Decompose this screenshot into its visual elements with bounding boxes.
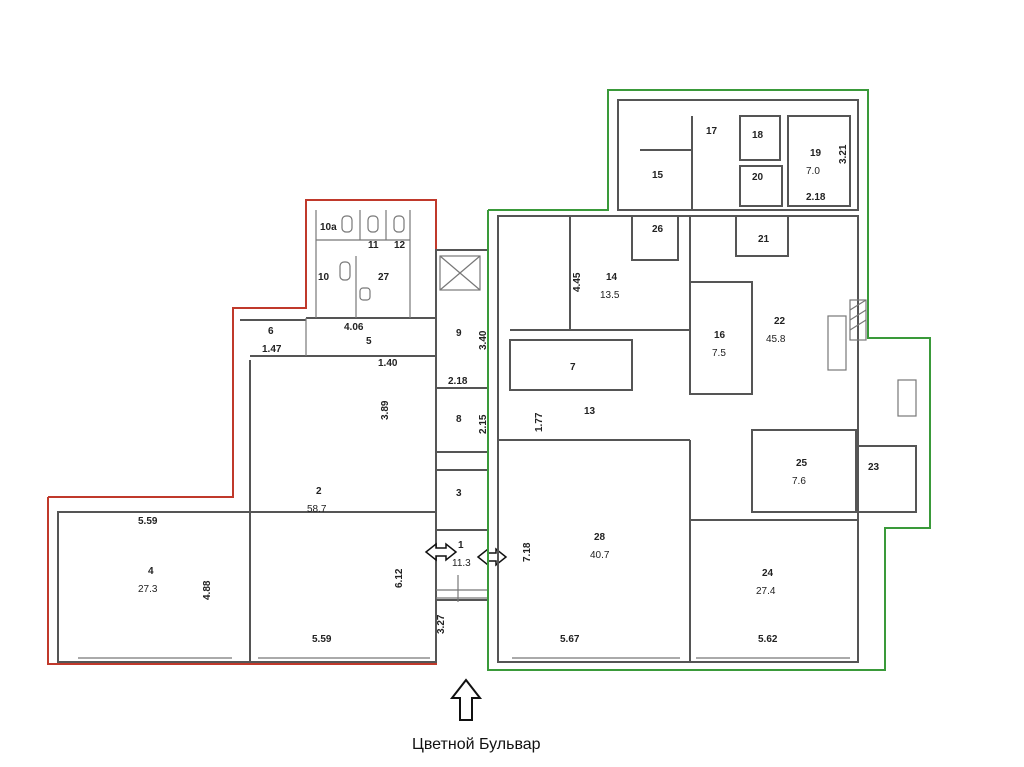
stair-well	[439, 255, 481, 291]
room20-wall	[739, 165, 783, 207]
arrow-right-icon	[476, 547, 508, 567]
dimension-label: 3.40	[478, 330, 489, 350]
room-number: 14	[606, 272, 618, 283]
entrance-arrow-icon	[449, 678, 483, 721]
dimension-label: 4.45	[572, 272, 583, 292]
left-lower-wall	[57, 511, 437, 663]
toilet-icon	[339, 261, 351, 281]
room21-wall	[735, 215, 789, 257]
room-number: 22	[774, 316, 786, 327]
room-number: 8	[456, 414, 462, 425]
dimension-labels: 5.59 5.59 4.88 6.12 3.27 5.67 5.62 7.18 …	[138, 144, 849, 645]
room-number: 16	[714, 330, 726, 341]
dimension-label: 2.15	[478, 414, 489, 434]
dimension-label: 1.77	[534, 412, 545, 432]
room-number: 7	[570, 362, 576, 373]
dimension-label: 5.59	[138, 516, 158, 527]
room-number: 11	[368, 240, 379, 251]
dimension-label: 4.88	[202, 580, 213, 600]
side-stair	[897, 379, 917, 417]
toilet-icon	[341, 215, 353, 233]
dimension-label: 5.67	[560, 634, 580, 645]
upper-block-wall	[617, 99, 859, 211]
room-number: 17	[706, 126, 718, 137]
hatch-line	[849, 319, 867, 331]
room-number: 26	[652, 224, 664, 235]
dimension-label: 4.06	[344, 322, 364, 333]
room-area: 58.7	[307, 504, 327, 515]
room-area: 45.8	[766, 334, 786, 345]
hatch-line	[849, 299, 867, 311]
room-number: 13	[584, 406, 596, 417]
room-number: 1	[458, 540, 464, 551]
room-number: 2	[316, 486, 322, 497]
room-area: 7.0	[806, 166, 820, 177]
dimension-label: 5.59	[312, 634, 332, 645]
toilet-icon	[367, 215, 379, 233]
dimension-label: 1.40	[378, 358, 398, 369]
room-number: 12	[394, 240, 406, 251]
room-number: 19	[810, 148, 822, 159]
dimension-label: 3.27	[436, 614, 447, 634]
sink-icon	[359, 287, 371, 301]
room23-wall	[855, 445, 917, 513]
arrow-left-icon	[424, 542, 458, 562]
room-number: 27	[378, 272, 390, 283]
street-name: Цветной Бульвар	[412, 736, 541, 753]
room-area: 11.3	[452, 558, 471, 569]
toilet-icon	[393, 215, 405, 233]
dimension-label: 7.18	[522, 542, 533, 562]
room25-wall	[751, 429, 857, 513]
room-number: 21	[758, 234, 770, 245]
room-area: 7.6	[792, 476, 806, 487]
room-area: 27.4	[756, 586, 776, 597]
room-number: 10a	[320, 222, 337, 233]
right-section-outline	[487, 89, 931, 671]
dimension-label: 2.18	[448, 376, 468, 387]
room-labels: 1 11.3 2 58.7 3 4 27.3 5 6 7 8 9 10 10a …	[138, 126, 880, 597]
room-area: 7.5	[712, 348, 726, 359]
room26-wall	[631, 215, 679, 261]
room-area: 40.7	[590, 550, 610, 561]
dimension-label: 3.89	[380, 400, 391, 420]
radiator	[827, 315, 847, 371]
room-area: 13.5	[600, 290, 620, 301]
room-number: 20	[752, 172, 764, 183]
dimension-label: 5.62	[758, 634, 778, 645]
left-section	[47, 199, 437, 665]
room-number: 5	[366, 336, 372, 347]
stair-diagonal	[439, 255, 481, 291]
room-number: 4	[148, 566, 154, 577]
room-number: 15	[652, 170, 664, 181]
room-number: 10	[318, 272, 330, 283]
hatch-line	[849, 309, 867, 321]
dimension-label: 2.18	[806, 192, 826, 203]
room-number: 28	[594, 532, 606, 543]
room-number: 25	[796, 458, 808, 469]
room7-wall	[509, 339, 633, 391]
room-number: 9	[456, 328, 462, 339]
dimension-label: 1.47	[262, 344, 282, 355]
room-number: 23	[868, 462, 880, 473]
room16-wall	[689, 281, 753, 395]
room19-wall	[787, 115, 851, 207]
dimension-label: 6.12	[394, 568, 405, 588]
room-number: 6	[268, 326, 274, 337]
corridor	[424, 249, 508, 721]
dimension-label: 3.21	[838, 144, 849, 164]
room-number: 18	[752, 130, 764, 141]
left-section-outline	[47, 199, 437, 665]
room18-wall	[739, 115, 781, 161]
right-section	[487, 89, 931, 671]
room-area: 27.3	[138, 584, 158, 595]
room-number: 24	[762, 568, 774, 579]
room-number: 3	[456, 488, 462, 499]
